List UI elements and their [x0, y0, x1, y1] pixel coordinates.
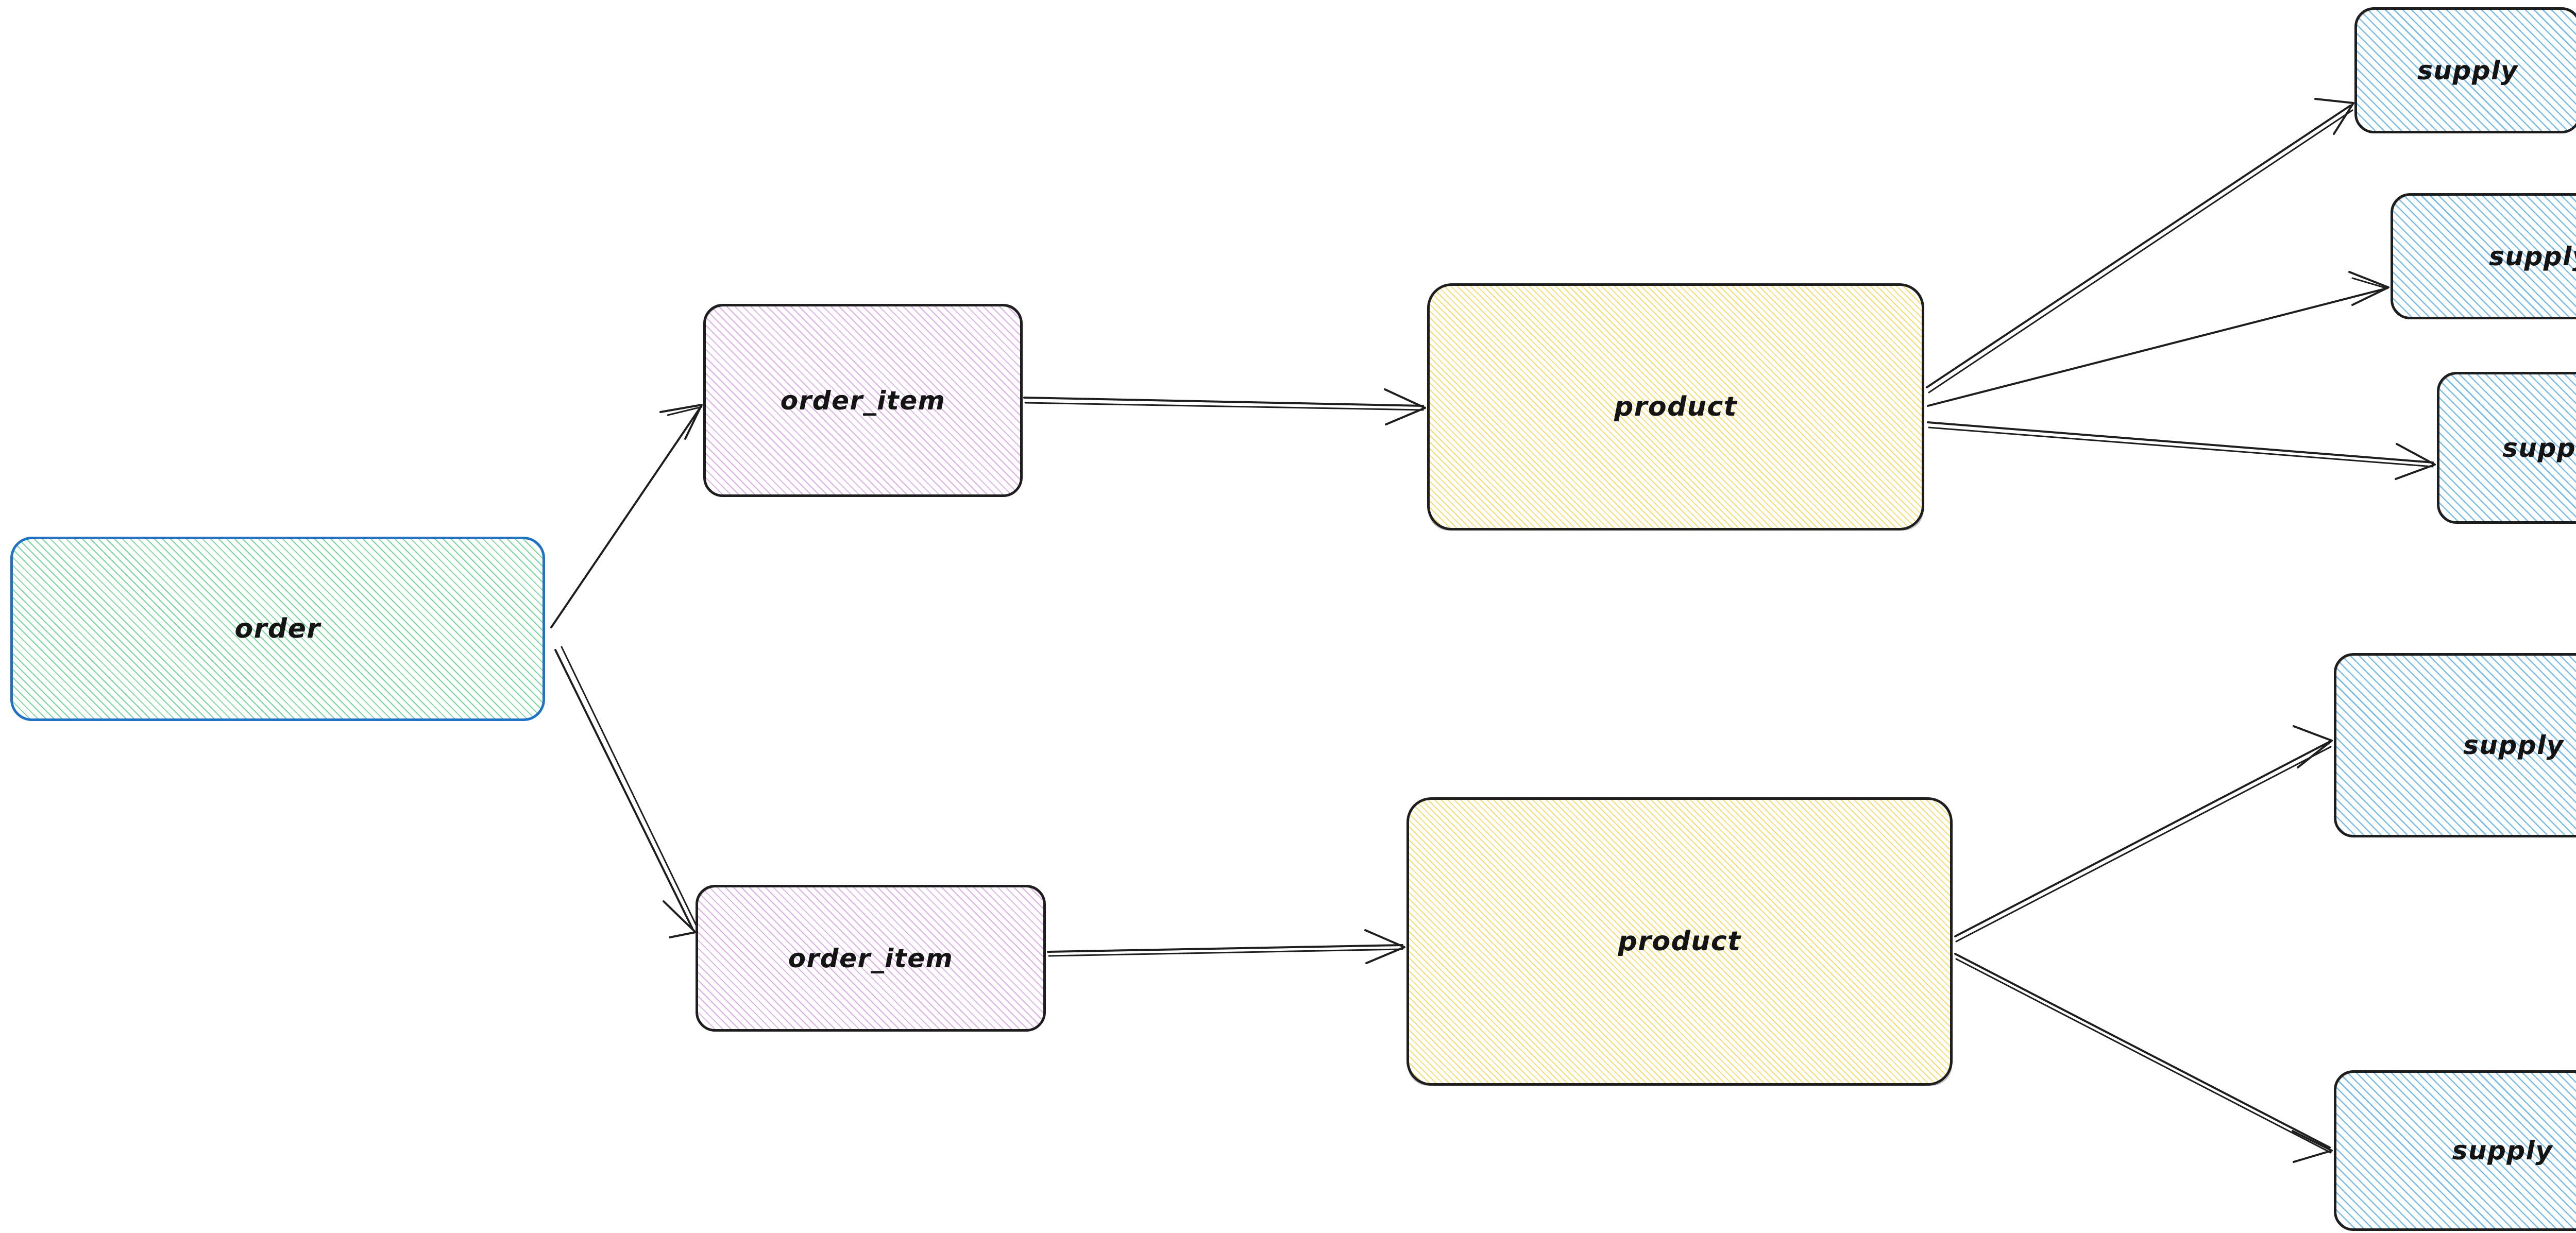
edge-order-item-bottom-to-product-bottom: [1047, 929, 1405, 964]
edge-product-top-to-supply-1: [1926, 98, 2354, 393]
edge-product-top-to-supply-2: [1927, 271, 2389, 407]
edge-order-item-top-to-product-top: [1023, 388, 1426, 425]
edge-order-to-order-item-bottom: [554, 646, 698, 938]
node-product-bottom[interactable]: product: [1406, 797, 1953, 1086]
node-supply-2[interactable]: supply: [2391, 193, 2576, 319]
node-label-product-bottom: product: [1618, 926, 1741, 957]
node-label-order-item-bottom: order_item: [788, 943, 954, 973]
edge-product-bottom-to-supply-5: [1954, 953, 2333, 1163]
edge-product-top-to-supply-3: [1927, 421, 2436, 480]
edge-order-to-order-item-top: [550, 404, 703, 628]
edge-product-bottom-to-supply-4: [1954, 725, 2333, 943]
node-supply-3[interactable]: supply: [2437, 372, 2576, 524]
node-label-supply-5: supply: [2452, 1136, 2553, 1166]
node-supply-4[interactable]: supply: [2334, 653, 2576, 837]
node-order-item-top[interactable]: order_item: [703, 304, 1023, 497]
node-label-supply-3: supply: [2502, 433, 2576, 463]
node-label-product-top: product: [1614, 391, 1737, 422]
node-label-supply-2: supply: [2489, 241, 2576, 271]
node-label-supply-1: supply: [2417, 55, 2518, 85]
node-label-order-item-top: order_item: [780, 385, 946, 416]
node-order[interactable]: order: [10, 537, 545, 721]
node-label-order: order: [234, 613, 321, 644]
node-label-supply-4: supply: [2463, 730, 2564, 760]
node-supply-5[interactable]: supply: [2334, 1070, 2576, 1231]
node-product-top[interactable]: product: [1427, 283, 1924, 530]
node-supply-1[interactable]: supply: [2354, 7, 2576, 133]
node-order-item-bottom[interactable]: order_item: [696, 885, 1046, 1032]
